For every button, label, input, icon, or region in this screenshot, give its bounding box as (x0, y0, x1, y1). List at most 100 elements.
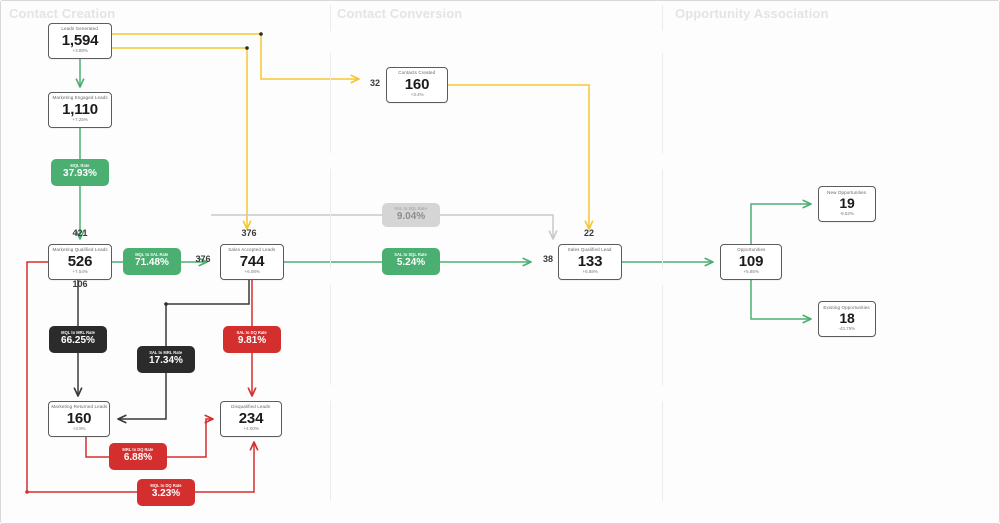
node-opportunities[interactable]: Opportunities 109 +5.85% (720, 244, 782, 280)
section-divider (330, 169, 331, 269)
node-value: 160 (404, 75, 430, 93)
pill-value: 71.48% (135, 257, 169, 269)
pill-mql-rate[interactable]: MQL Rate 37.93% (51, 159, 109, 186)
section-divider (330, 53, 331, 153)
pill-value: 3.23% (151, 488, 181, 500)
node-delta: -9.52% (839, 211, 855, 217)
edge-label-421: 421 (72, 228, 88, 238)
node-value: 18 (839, 310, 855, 327)
node-label: New Opportunities (827, 189, 867, 195)
node-delta: +6.88% (582, 269, 598, 275)
pill-value: 17.34% (149, 355, 183, 367)
pill-value: 5.24% (396, 257, 426, 269)
node-label: Leads Generated (61, 26, 99, 32)
edge-contacts-to-sql (448, 84, 589, 229)
node-label: Opportunities (736, 247, 766, 253)
node-delta: +3.4% (410, 92, 424, 98)
node-label: Disqualified Leads (231, 404, 271, 410)
edge-opp-to-new (750, 204, 811, 244)
node-sales-accepted-leads[interactable]: Sales Accepted Leads 744 +6.08% (220, 244, 284, 280)
pill-label: MQL Rate (70, 163, 90, 169)
pill-label: SAL to MRL Rate (149, 350, 183, 356)
node-marketing-engaged-leads[interactable]: Marketing Engaged Leads 1,110 +7.25% (48, 92, 112, 128)
node-value: 1,594 (61, 31, 99, 49)
node-delta: +4.00% (243, 426, 259, 432)
edge-mrldqrate-to-dq (167, 419, 213, 458)
pill-mrl-to-dq-rate[interactable]: MRL to DQ Rate 6.88% (109, 443, 167, 470)
edge-leads-to-sal (112, 47, 247, 229)
node-label: Marketing Engaged Leads (52, 95, 108, 101)
edge-mqldqrate-to-dq (195, 442, 254, 493)
node-label: Sales Qualified Lead (568, 247, 612, 253)
pill-value: 66.25% (61, 335, 95, 347)
section-title-opportunity-association: Opportunity Association (675, 6, 829, 21)
pill-label: SAL to SQL Rate (394, 206, 428, 211)
pill-sal-to-sql-rate[interactable]: SAL to SQL Rate 5.24% (382, 248, 440, 275)
node-delta: +6.08% (244, 269, 260, 275)
node-value: 109 (738, 252, 764, 270)
node-value: 160 (66, 409, 92, 427)
pill-label: MRL to DQ Rate (122, 447, 154, 453)
node-marketing-qualified-leads[interactable]: Marketing Qualified Leads 526 +7.54% (48, 244, 112, 280)
edge-mrl-to-mrldqrate (85, 437, 109, 458)
edge-leads-to-contacts (112, 33, 359, 79)
pill-sal-to-dq-rate[interactable]: SAL to DQ Rate 9.81% (223, 326, 281, 353)
node-label: Marketing Qualified Leads (52, 247, 108, 253)
node-delta: +7.25% (72, 117, 88, 123)
node-label: Existing Opportunities (823, 304, 871, 310)
node-value: 19 (839, 195, 855, 212)
edge-label-32: 32 (369, 78, 380, 88)
section-divider (662, 5, 663, 31)
node-value: 234 (238, 409, 264, 427)
node-marketing-returned-leads[interactable]: Marketing Returned Leads 160 +3.9% (48, 401, 110, 437)
pill-label: SAL to SQL Rate (394, 252, 428, 258)
pill-value: 9.04% (396, 210, 426, 222)
pill-value: 9.81% (237, 335, 267, 347)
pill-label: MQL to MRL Rate (61, 330, 95, 336)
section-divider (330, 285, 331, 385)
pill-value: 6.88% (123, 452, 153, 464)
edge-mutedrate-to-sql (440, 214, 553, 239)
node-disqualified-leads[interactable]: Disqualified Leads 234 +4.00% (220, 401, 282, 437)
edge-label-22: 22 (583, 228, 594, 238)
pill-sal-to-sql-rate-alt[interactable]: SAL to SQL Rate 9.04% (382, 203, 440, 227)
node-label: Marketing Returned Leads (51, 404, 107, 410)
node-delta: +5.85% (743, 269, 759, 275)
section-title-contact-creation: Contact Creation (9, 6, 116, 21)
node-new-opportunities[interactable]: New Opportunities 19 -9.52% (818, 186, 876, 222)
node-value: 744 (239, 252, 265, 270)
pill-label: SAL to DQ Rate (236, 330, 268, 336)
node-delta: +3.88% (72, 48, 88, 54)
section-divider (662, 169, 663, 269)
node-delta: +7.54% (72, 269, 88, 275)
node-value: 526 (67, 252, 93, 270)
section-divider (662, 401, 663, 501)
pill-mql-to-mrl-rate[interactable]: MQL to MRL Rate 66.25% (49, 326, 107, 353)
section-divider (330, 401, 331, 501)
node-contacts-created[interactable]: Contacts Created 160 +3.4% (386, 67, 448, 103)
node-leads-generated[interactable]: Leads Generated 1,594 +3.88% (48, 23, 112, 59)
node-label: Contacts Created (398, 70, 436, 76)
edge-salmrlrate-to-mrl (118, 373, 167, 419)
section-title-contact-conversion: Contact Conversion (337, 6, 463, 21)
pill-mql-to-sal-rate[interactable]: MQL to SAL Rate 71.48% (123, 248, 181, 275)
pill-label: MQL to SAL Rate (135, 252, 169, 258)
pill-mql-to-dq-rate[interactable]: MQL to DQ Rate 3.23% (137, 479, 195, 506)
node-value: 133 (577, 252, 603, 270)
section-divider (662, 53, 663, 153)
node-delta: +3.9% (72, 426, 86, 432)
pill-sal-to-mrl-rate[interactable]: SAL to MRL Rate 17.34% (137, 346, 195, 373)
edge-label-106: 106 (72, 279, 88, 289)
pill-value: 37.93% (63, 168, 97, 180)
edge-label-38: 38 (542, 254, 553, 264)
node-sales-qualified-lead[interactable]: Sales Qualified Lead 133 +6.88% (558, 244, 622, 280)
edge-label-376-top: 376 (241, 228, 257, 238)
edge-opp-to-existing (750, 280, 811, 319)
edge-label-376-left: 376 (195, 254, 211, 264)
node-label: Sales Accepted Leads (228, 247, 276, 253)
node-value: 1,110 (62, 100, 98, 118)
pill-label: MQL to DQ Rate (150, 483, 182, 489)
section-divider (330, 5, 331, 31)
node-existing-opportunities[interactable]: Existing Opportunities 18 -43.75% (818, 301, 876, 337)
